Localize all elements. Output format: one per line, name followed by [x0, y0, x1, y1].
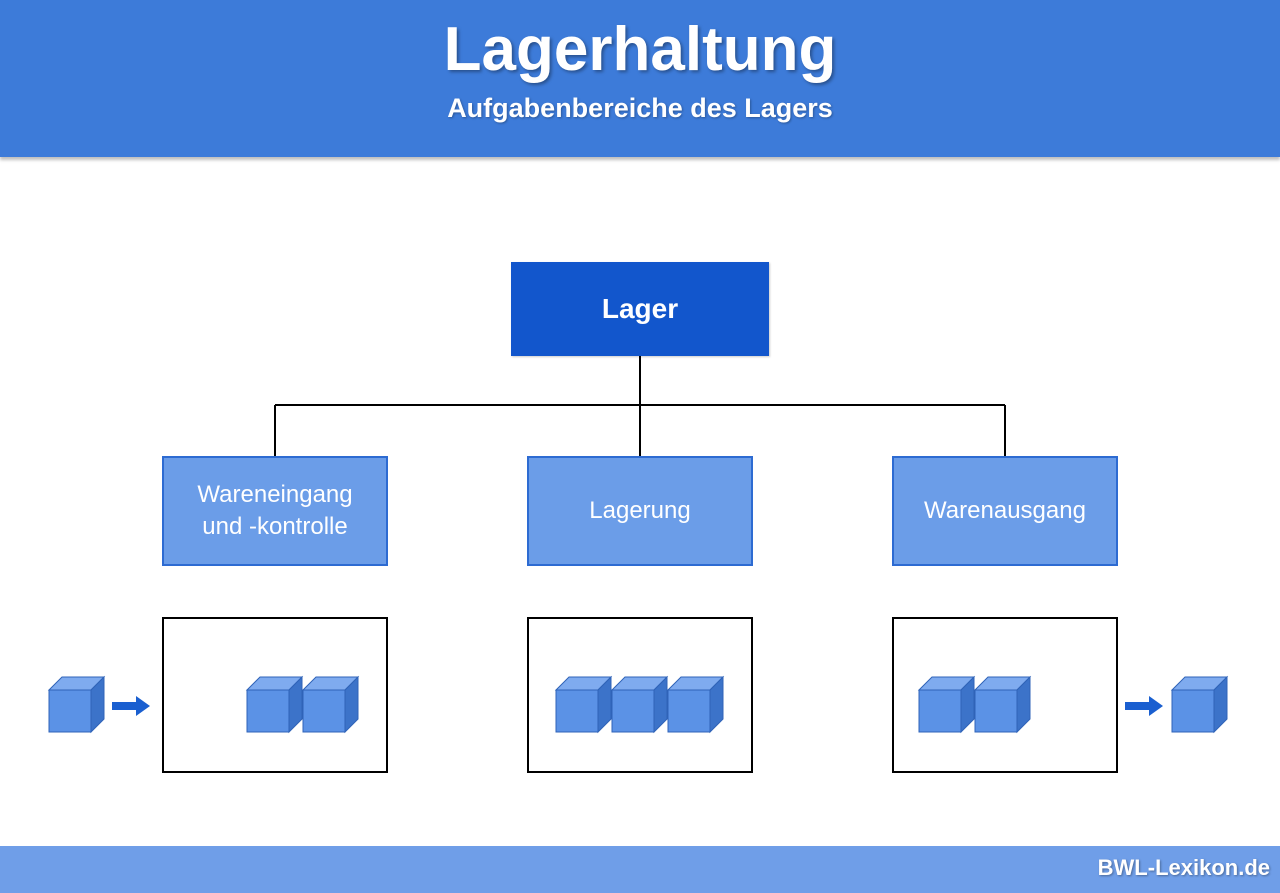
stock-cube-wareneingang — [245, 675, 304, 734]
cube-front — [974, 689, 1018, 733]
node-warenausgang-label: Warenausgang — [924, 497, 1086, 524]
footer-bar: BWL-Lexikon.de — [0, 846, 1280, 893]
header-banner: Lagerhaltung Aufgabenbereiche des Lagers — [0, 0, 1280, 157]
page-subtitle: Aufgabenbereiche des Lagers — [447, 93, 833, 123]
cube-front — [302, 689, 346, 733]
stock-cube-wareneingang — [301, 675, 360, 734]
node-warenausgang: Warenausgang — [892, 456, 1118, 566]
cube-front — [611, 689, 655, 733]
cube-front — [555, 689, 599, 733]
cube-front — [918, 689, 962, 733]
node-lagerung: Lagerung — [527, 456, 753, 566]
root-node-label: Lager — [601, 293, 679, 324]
stock-cube-lagerung — [666, 675, 725, 734]
page-title: Lagerhaltung — [443, 15, 837, 84]
stock-cube-warenausgang — [973, 675, 1032, 734]
incoming-cube — [47, 675, 106, 734]
cube-front — [48, 689, 92, 733]
cube-front — [246, 689, 290, 733]
node-wareneingang: Wareneingang und -kontrolle — [162, 456, 388, 566]
outgoing-cube — [1170, 675, 1229, 734]
outgoing-arrow — [1125, 696, 1163, 716]
node-wareneingang-label: Wareneingang und -kontrolle — [197, 481, 353, 540]
cube-front — [1171, 689, 1215, 733]
cube-front — [667, 689, 711, 733]
footer-brand: BWL-Lexikon.de — [1097, 855, 1270, 880]
node-lagerung-label: Lagerung — [589, 497, 691, 524]
root-node-lager: Lager — [511, 262, 769, 356]
stock-cube-lagerung — [554, 675, 613, 734]
stock-cube-lagerung — [610, 675, 669, 734]
incoming-arrow — [112, 696, 150, 716]
stock-cube-warenausgang — [917, 675, 976, 734]
